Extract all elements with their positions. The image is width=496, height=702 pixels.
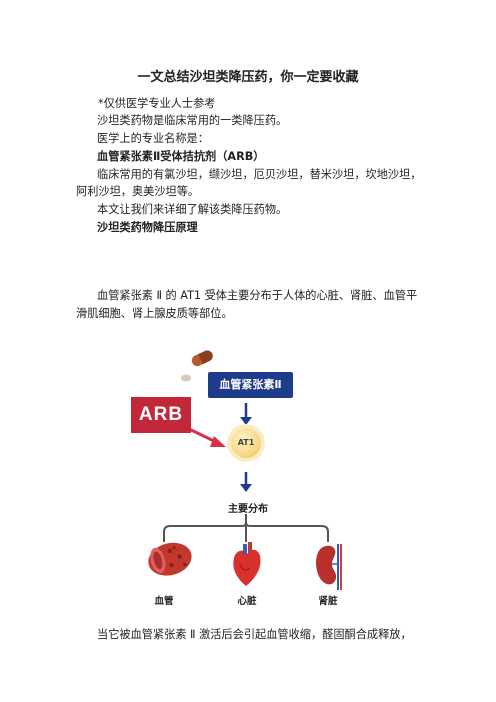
paragraph-activation: 当它被血管紧张素 Ⅱ 激活后会引起血管收缩，醛固酮合成释放， <box>97 628 412 641</box>
pill-icon <box>191 350 213 367</box>
section-heading-mechanism: 沙坦类药物降压原理 <box>97 221 198 234</box>
pill-small-icon <box>181 374 191 382</box>
paragraph-at1-line1: 血管紧张素 Ⅱ 的 AT1 受体主要分布于人体的心脏、肾脏、血管平 <box>97 289 418 302</box>
paragraph-arb-name: 血管紧张素Ⅱ受体拮抗剂（ARB） <box>97 150 265 163</box>
heart-icon <box>233 542 261 586</box>
blood-vessel-icon <box>148 542 192 576</box>
paragraph-at1-line2: 滑肌细胞、肾上腺皮质等部位。 <box>76 307 233 320</box>
arb-mechanism-diagram: 血管紧张素Ⅱ ARB AT1 主要分布 血管 心脏 肾脏 <box>128 344 378 607</box>
paragraph-drug-list-line2: 阿利沙坦，奥美沙坦等。 <box>76 185 200 198</box>
main-distribution-label: 主要分布 <box>228 504 268 515</box>
at1-receptor-circle: AT1 <box>231 428 261 458</box>
branch-to-kidney <box>245 521 329 542</box>
paragraph-disclaimer: *仅供医学专业人士参考 <box>98 97 216 110</box>
kidney-icon <box>316 544 342 590</box>
organ-label-kidney: 肾脏 <box>318 596 338 607</box>
document-title: 一文总结沙坦类降压药，你一定要收藏 <box>137 70 359 85</box>
paragraph-learn-more: 本文让我们来详细了解该类降压药物。 <box>97 203 288 216</box>
paragraph-drug-list-line1: 临床常用的有氯沙坦，缬沙坦，厄贝沙坦，替米沙坦，坎地沙坦， <box>97 168 422 181</box>
organ-label-vessel: 血管 <box>154 596 174 607</box>
organ-label-heart: 心脏 <box>237 596 257 607</box>
branch-to-vessel <box>163 514 247 542</box>
diagram-connectors <box>148 350 342 590</box>
arb-box: ARB <box>131 397 191 433</box>
paragraph-intro: 沙坦类药物是临床常用的一类降压药。 <box>97 114 288 127</box>
angiotensin-ii-box: 血管紧张素Ⅱ <box>208 372 293 398</box>
paragraph-professional-name: 医学上的专业名称是： <box>97 132 209 145</box>
